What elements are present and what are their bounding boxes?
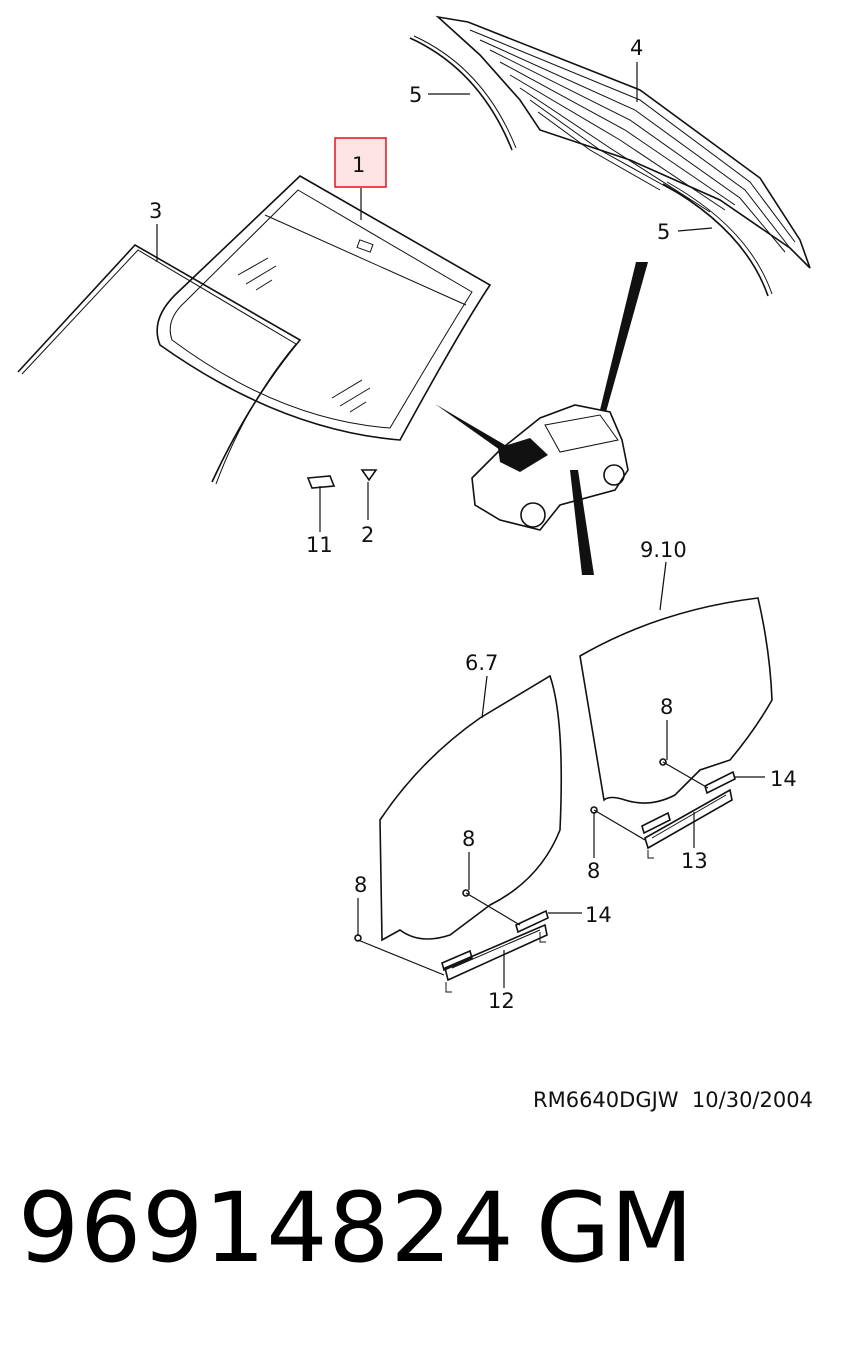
callout-3: 3 xyxy=(149,199,162,223)
clip-part xyxy=(360,469,378,482)
windshield-glass xyxy=(156,175,492,441)
callout-11: 11 xyxy=(306,533,333,557)
drawing-reference: RM6640DGJW 10/30/2004 xyxy=(533,1088,813,1112)
rear-window-molding xyxy=(409,35,773,297)
callout-2: 2 xyxy=(361,523,374,547)
callout-6-7: 6.7 xyxy=(465,651,498,675)
callout-8-rear-inner: 8 xyxy=(660,695,673,719)
rear-door-glass xyxy=(579,597,773,859)
callout-8-front-inner: 8 xyxy=(462,827,475,851)
manufacturer-name: GM xyxy=(536,1172,694,1284)
rear-window-glass xyxy=(435,15,811,269)
callout-12: 12 xyxy=(488,989,515,1013)
callout-14-front: 14 xyxy=(585,903,612,927)
callout-13: 13 xyxy=(681,849,708,873)
stopper-part xyxy=(306,475,336,489)
car-illustration xyxy=(435,262,648,575)
callout-1-highlight xyxy=(334,137,387,188)
callout-4: 4 xyxy=(630,36,643,60)
leader-lines xyxy=(156,62,765,988)
callout-5-lower: 5 xyxy=(657,220,670,244)
windshield-molding xyxy=(17,243,302,485)
callout-14-rear: 14 xyxy=(770,767,797,791)
callout-8-rear-outer: 8 xyxy=(587,859,600,883)
front-door-glass xyxy=(354,674,563,993)
callout-8-front-outer: 8 xyxy=(354,873,367,897)
part-number: 96914824 xyxy=(18,1172,515,1284)
callout-9-10: 9.10 xyxy=(640,538,687,562)
exploded-parts-diagram: 1 2 3 4 5 5 6.7 8 8 8 8 9.10 11 12 13 14… xyxy=(17,15,811,1013)
callout-5-upper: 5 xyxy=(409,83,422,107)
callout-1: 1 xyxy=(352,153,365,177)
